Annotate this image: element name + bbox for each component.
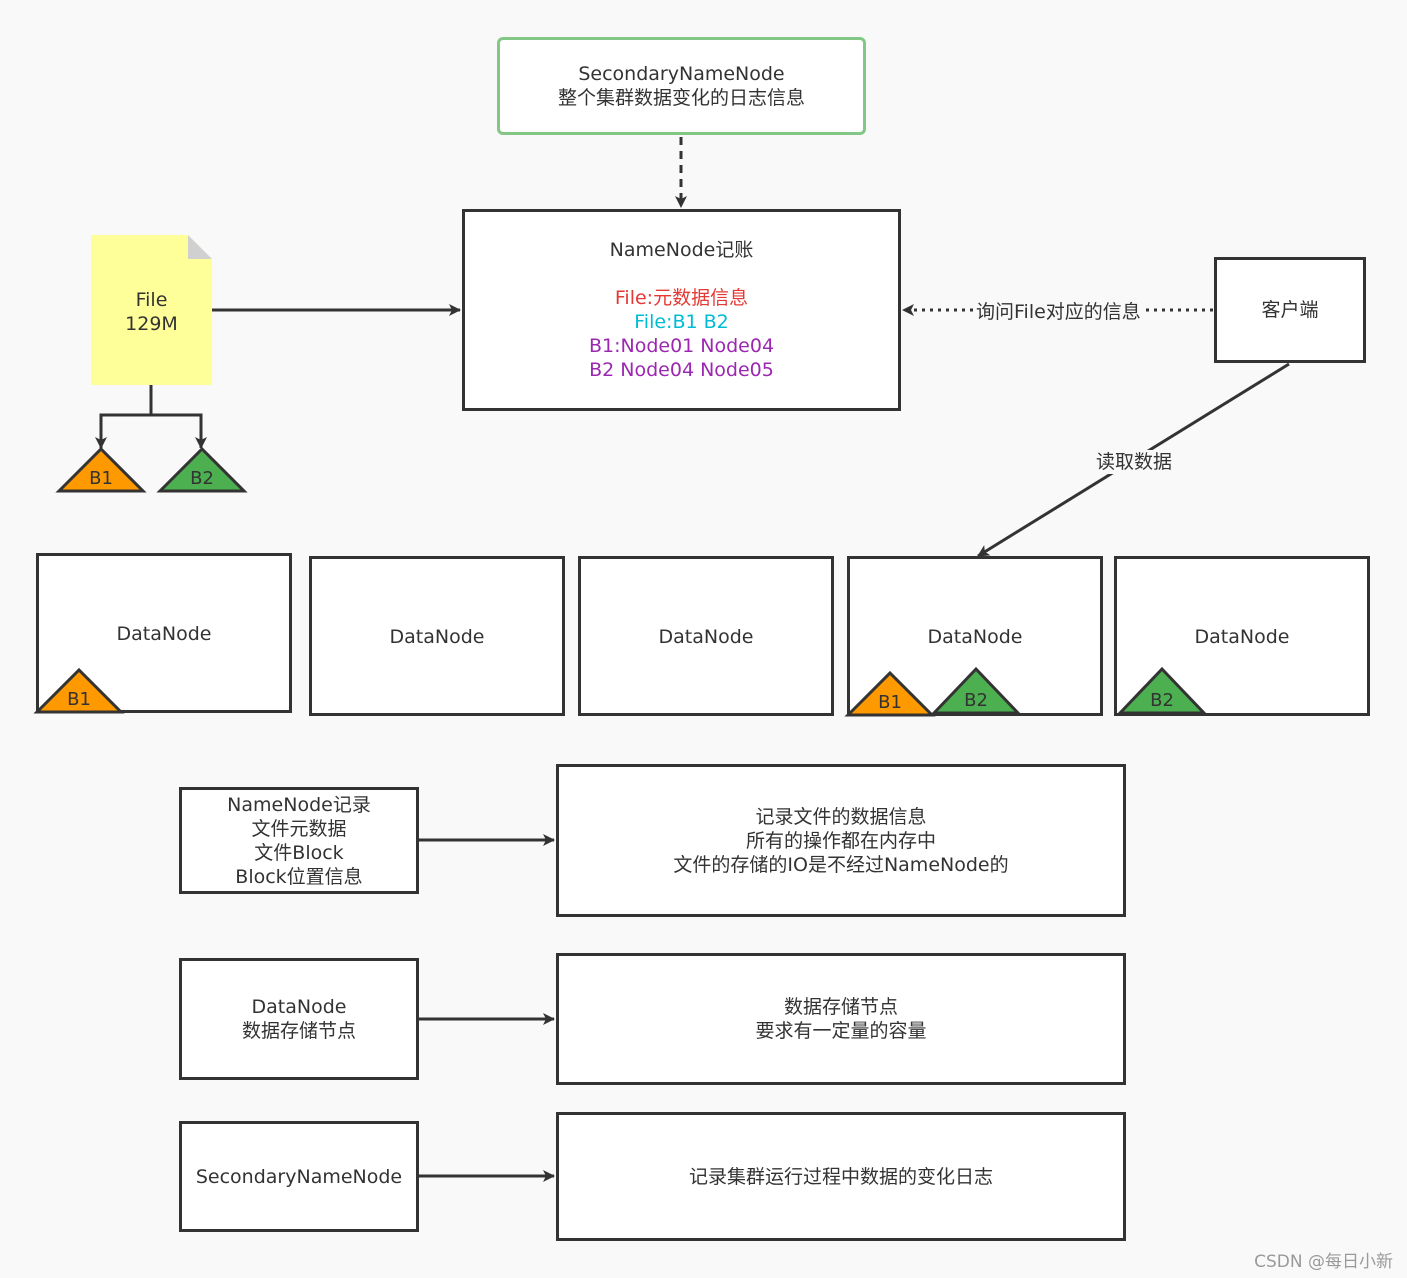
file-split-connector (99, 385, 203, 446)
secondary-namenode-desc: 整个集群数据变化的日志信息 (557, 87, 805, 109)
datanode-2-label: DataNode (389, 626, 485, 648)
secondary-namenode-box: SecondaryNameNode 整个集群数据变化的日志信息 (497, 37, 866, 135)
legend-3-line-1: SecondaryNameNode (195, 1165, 403, 1188)
legend-2-term: DataNode 数据存储节点 (179, 958, 419, 1080)
datanode-3: DataNode (578, 556, 834, 716)
legend-1-desc-1: 记录文件的数据信息 (755, 805, 927, 828)
client-ask-label: 询问File对应的信息 (974, 300, 1143, 324)
datanode-1-label: DataNode (116, 623, 212, 645)
legend-2-desc-2: 要求有一定量的容量 (755, 1020, 927, 1042)
file-name: File (135, 289, 168, 311)
file-size: 129M (125, 313, 178, 335)
legend-1-desc-2: 所有的操作都在内存中 (745, 829, 936, 852)
legend-1-desc-3: 文件的存储的IO是不经过NameNode的 (673, 853, 1009, 876)
client-label: 客户端 (1261, 299, 1319, 321)
legend-1-desc: 记录文件的数据信息 所有的操作都在内存中 文件的存储的IO是不经过NameNod… (556, 764, 1126, 917)
file-label: File 129M (91, 288, 212, 336)
legend-2-desc-1: 数据存储节点 (783, 996, 898, 1018)
legend-3-term: SecondaryNameNode (179, 1121, 419, 1232)
namenode-file-blocks: File:B1 B2 (634, 311, 729, 333)
legend-1-line-1: NameNode记录 (227, 793, 371, 816)
namenode-b1-locations: B1:Node01 Node04 (588, 335, 775, 357)
legend-2-line-2: 数据存储节点 (241, 1020, 356, 1042)
secondary-namenode-title: SecondaryNameNode (578, 63, 785, 85)
datanode-5-label: DataNode (1194, 626, 1290, 648)
client-box: 客户端 (1214, 257, 1366, 363)
datanode-4: DataNode (847, 556, 1103, 716)
file-document-icon (91, 235, 212, 385)
namenode-file-meta: File:元数据信息 (614, 287, 749, 309)
datanode-5: DataNode (1114, 556, 1370, 716)
legend-1-term: NameNode记录 文件元数据 文件Block Block位置信息 (179, 787, 419, 894)
legend-1-line-3: 文件Block (254, 841, 344, 864)
namenode-title: NameNode记账 (609, 239, 754, 261)
datanode-4-label: DataNode (927, 626, 1023, 648)
legend-3-desc: 记录集群运行过程中数据的变化日志 (556, 1112, 1126, 1241)
legend-3-desc-1: 记录集群运行过程中数据的变化日志 (688, 1165, 993, 1188)
namenode-b2-locations: B2 Node04 Node05 (589, 359, 774, 381)
namenode-box: NameNode记账 File:元数据信息 File:B1 B2 B1:Node… (462, 209, 901, 411)
datanode-3-label: DataNode (658, 626, 754, 648)
datanode-2: DataNode (309, 556, 565, 716)
legend-1-line-4: Block位置信息 (235, 865, 363, 888)
legend-1-line-2: 文件元数据 (251, 817, 347, 840)
datanode-1: DataNode (36, 553, 292, 713)
watermark: CSDN @每日小新 (1254, 1252, 1393, 1272)
client-read-label: 读取数据 (1094, 450, 1175, 474)
legend-2-desc: 数据存储节点 要求有一定量的容量 (556, 953, 1126, 1085)
legend-2-line-1: DataNode (251, 996, 347, 1018)
